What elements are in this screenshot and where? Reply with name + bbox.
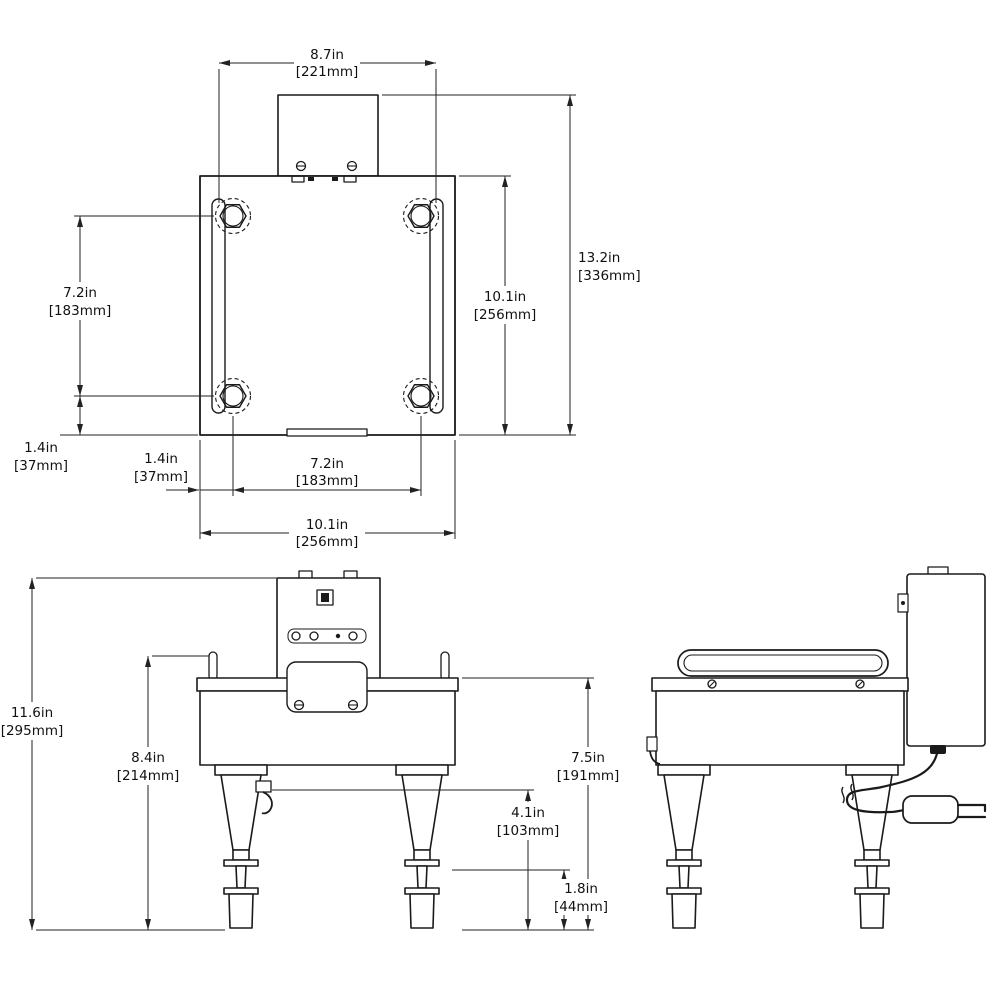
housing-connector (332, 177, 338, 181)
side-left-leg (657, 764, 711, 929)
power-plug (902, 795, 959, 824)
dim-housing-width-in: 8.7in (310, 47, 344, 63)
top-view-dimension-labels: 8.7in [221mm] 13.2in [336mm] 10.1in [256… (14, 46, 641, 550)
left-post (208, 651, 218, 681)
dim-body-width-in: 10.1in (306, 517, 348, 533)
housing-tab (343, 175, 357, 183)
dim-post-height-mm: [214mm] (117, 768, 180, 784)
dim-housing-width-mm: [221mm] (296, 64, 359, 80)
dim-overall-depth-mm: [336mm] (578, 268, 641, 284)
dim-body-height-in: 7.5in (571, 750, 605, 766)
dim-mount-spacing-width-in: 7.2in (310, 456, 344, 472)
housing-connector (308, 177, 314, 181)
dim-body-width-mm: [256mm] (296, 534, 359, 550)
mount-bracket (286, 661, 368, 713)
dim-mount-spacing-width-mm: [183mm] (296, 473, 359, 489)
dim-foot-height-mm: [44mm] (554, 899, 608, 915)
side-view (646, 566, 987, 929)
dim-clearance-height-mm: [103mm] (497, 823, 560, 839)
switch-dot (901, 601, 905, 605)
drain-valve (255, 780, 272, 793)
cord-clamp (930, 745, 946, 754)
top-view: 8.7in [221mm] 13.2in [336mm] 10.1in [256… (14, 46, 641, 550)
dim-mount-spacing-depth-in: 7.2in (63, 285, 97, 301)
drain-fitting (646, 736, 658, 752)
dim-mount-offset-width-in: 1.4in (144, 451, 178, 467)
dim-overall-height-mm: [295mm] (1, 723, 64, 739)
right-rail (429, 198, 444, 414)
indicator-light (291, 631, 301, 641)
indicator-light (309, 631, 319, 641)
dim-body-depth-mm: [256mm] (474, 307, 537, 323)
dim-post-height-in: 8.4in (131, 750, 165, 766)
dim-body-depth-in: 10.1in (484, 289, 526, 305)
carry-handle-inner (683, 654, 883, 672)
drain-fitting-spout (649, 750, 661, 765)
front-view-machine (196, 570, 459, 929)
drain-valve-spout (261, 791, 273, 815)
dim-foot-height-in: 1.8in (564, 881, 598, 897)
body-top-band-side (651, 677, 909, 692)
power-switch (316, 589, 334, 606)
body-side (655, 690, 905, 766)
dim-overall-height-in: 11.6in (11, 705, 53, 721)
power-switch-rocker (321, 593, 329, 602)
machine-body-top (199, 175, 456, 436)
front-right-leg (395, 764, 449, 929)
housing-tab (291, 175, 305, 183)
control-panel-strip (287, 628, 367, 644)
right-post (440, 651, 450, 681)
dim-mount-offset-depth-mm: [37mm] (14, 458, 68, 474)
dim-overall-depth-in: 13.2in (578, 250, 620, 266)
dim-mount-offset-width-mm: [37mm] (134, 469, 188, 485)
carry-handle (677, 649, 889, 677)
indicator-dot (335, 633, 341, 639)
control-box-side (906, 573, 986, 747)
front-view-dimension-labels: 11.6in [295mm] 8.4in [214mm] 7.5in [191m… (0, 702, 623, 915)
dim-mount-spacing-depth-mm: [183mm] (49, 303, 112, 319)
cord-break-mark (841, 786, 845, 804)
sprayhead-housing-top (277, 94, 379, 177)
dim-body-height-mm: [191mm] (557, 768, 620, 784)
indicator-light (348, 631, 358, 641)
dim-mount-offset-depth-in: 1.4in (24, 440, 58, 456)
front-view: 11.6in [295mm] 8.4in [214mm] 7.5in [191m… (0, 570, 623, 931)
cord-break-mark (850, 783, 854, 801)
left-rail (211, 198, 226, 414)
top-view-machine (199, 94, 456, 437)
front-tab (286, 428, 368, 437)
power-cord (845, 744, 940, 814)
dim-clearance-height-in: 4.1in (511, 805, 545, 821)
front-view-dimensions (29, 577, 594, 931)
